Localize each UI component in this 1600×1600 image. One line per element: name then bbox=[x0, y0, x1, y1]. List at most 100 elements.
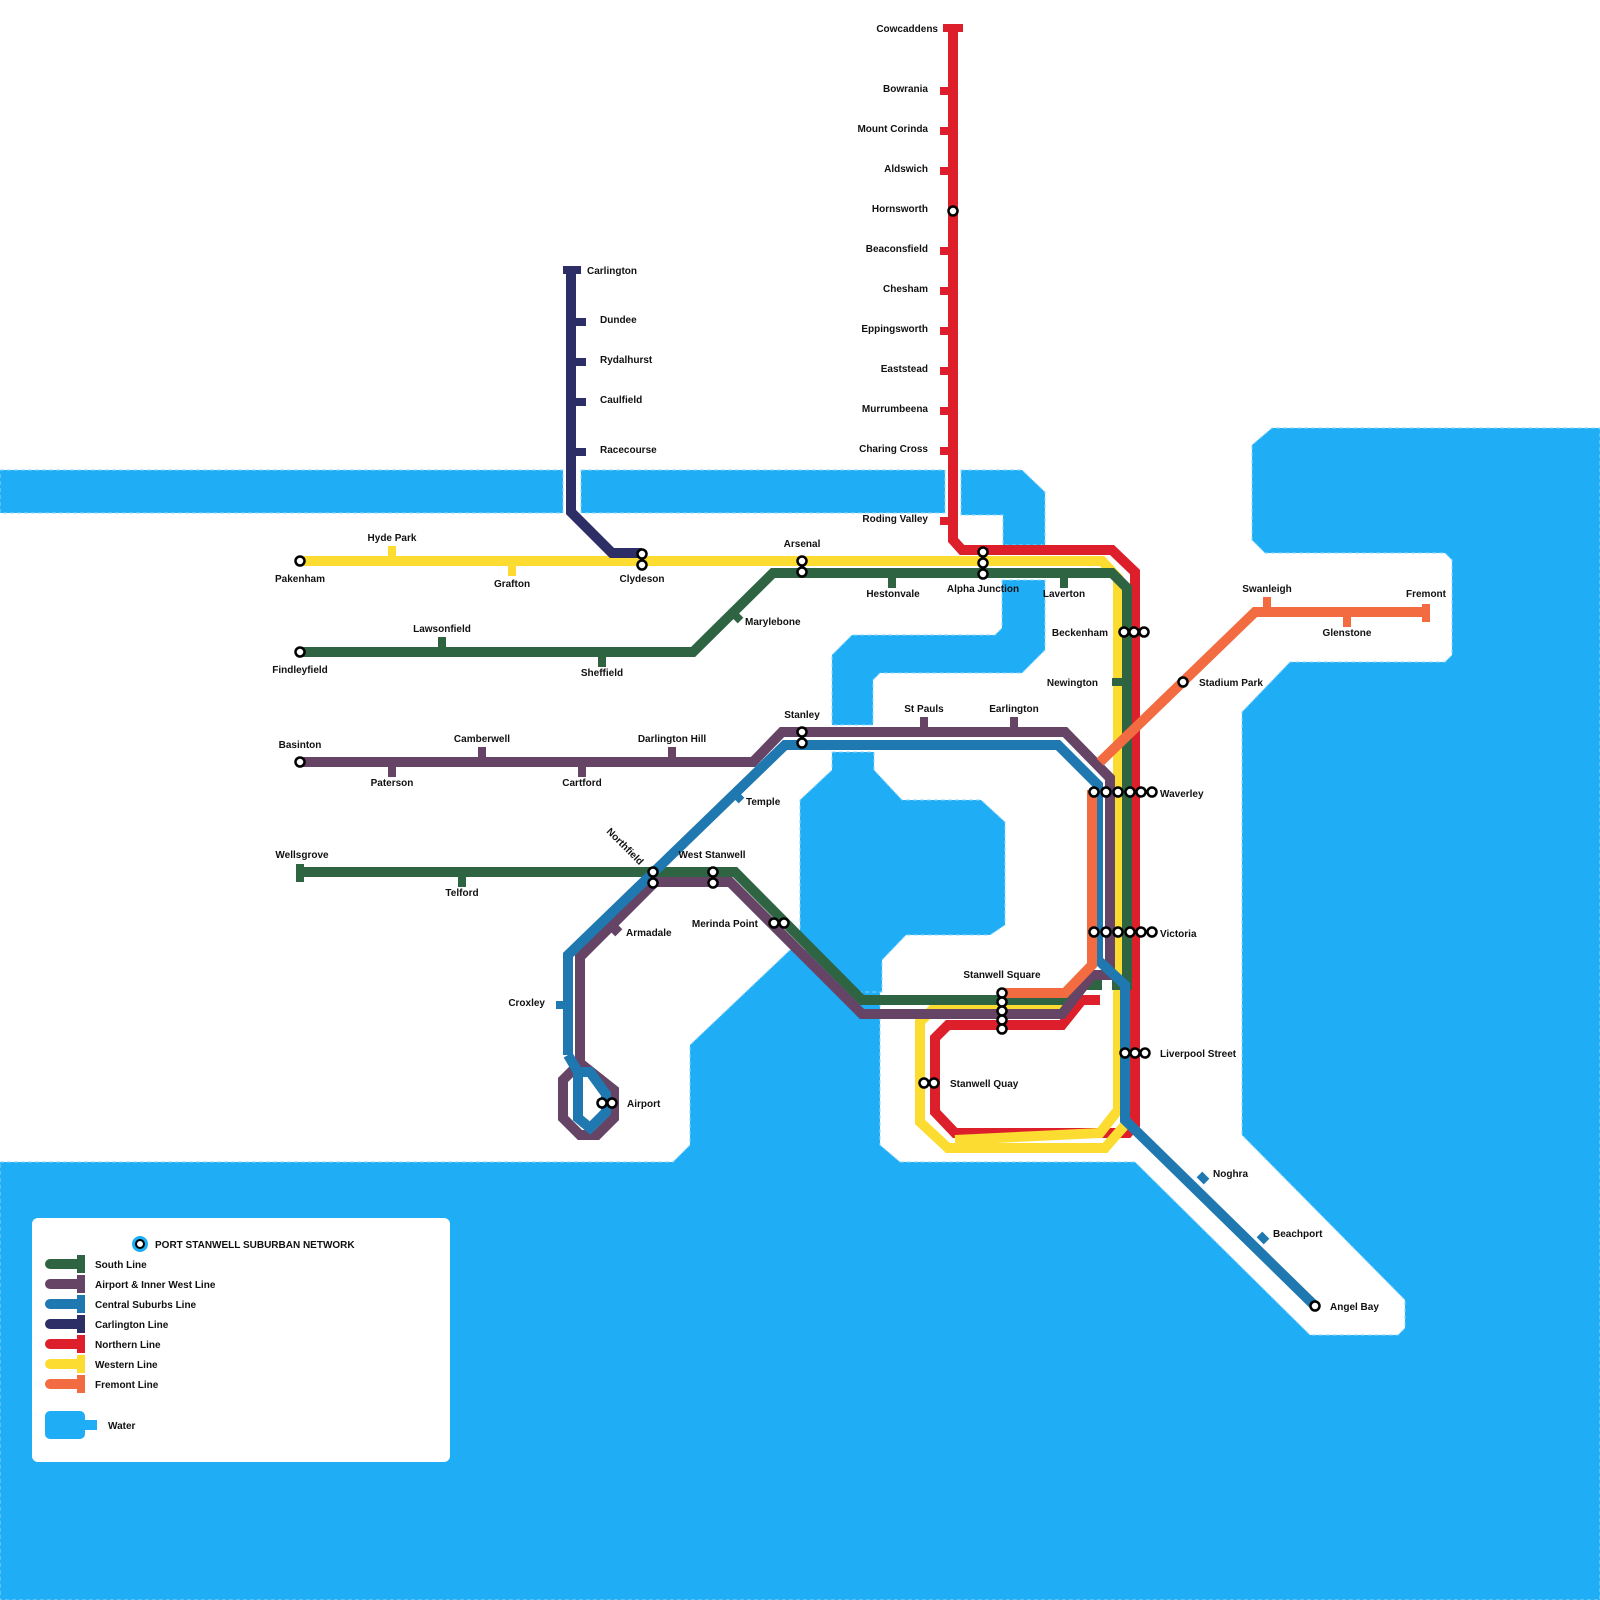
station-marker-alpha_junction-0[interactable] bbox=[977, 546, 989, 558]
station-marker-pakenham[interactable] bbox=[294, 555, 306, 567]
station-marker-stanwell_square-4[interactable] bbox=[996, 1023, 1008, 1035]
station-label-laverton[interactable]: Laverton bbox=[1043, 589, 1085, 600]
station-marker-stanwell_square-3[interactable] bbox=[996, 1014, 1008, 1026]
station-label-telford[interactable]: Telford bbox=[445, 888, 478, 899]
station-marker-stanwell_square-1[interactable] bbox=[996, 996, 1008, 1008]
station-marker-victoria-0[interactable] bbox=[1088, 926, 1100, 938]
station-marker-west_stanwell-1[interactable] bbox=[707, 877, 719, 889]
station-label-bowrania[interactable]: Bowrania bbox=[883, 84, 928, 95]
station-marker-stadium_park[interactable] bbox=[1177, 676, 1189, 688]
station-label-cartford[interactable]: Cartford bbox=[562, 778, 601, 789]
station-marker-waverley-4[interactable] bbox=[1135, 786, 1147, 798]
line-airport[interactable] bbox=[300, 727, 1115, 1140]
station-label-northfield[interactable]: Northfield bbox=[604, 826, 645, 867]
station-label-charing_cross[interactable]: Charing Cross bbox=[859, 444, 928, 455]
station-marker-waverley-3[interactable] bbox=[1124, 786, 1136, 798]
station-marker-arsenal-1[interactable] bbox=[796, 566, 808, 578]
station-label-hyde_park[interactable]: Hyde Park bbox=[368, 533, 417, 544]
station-label-chesham[interactable]: Chesham bbox=[883, 284, 928, 295]
station-marker-liverpool_street-0[interactable] bbox=[1119, 1047, 1131, 1059]
station-label-west_stanwell[interactable]: West Stanwell bbox=[678, 850, 745, 861]
station-label-stanley[interactable]: Stanley bbox=[784, 710, 820, 721]
station-label-angel_bay[interactable]: Angel Bay bbox=[1330, 1302, 1379, 1313]
station-label-stanwell_square[interactable]: Stanwell Square bbox=[963, 970, 1041, 981]
station-label-hestonvale[interactable]: Hestonvale bbox=[866, 589, 920, 600]
station-marker-victoria-3[interactable] bbox=[1124, 926, 1136, 938]
station-marker-waverley-5[interactable] bbox=[1146, 786, 1158, 798]
station-label-armadale[interactable]: Armadale bbox=[626, 928, 672, 939]
station-label-racecourse[interactable]: Racecourse bbox=[600, 445, 657, 456]
station-marker-alpha_junction-2[interactable] bbox=[977, 568, 989, 580]
station-label-arsenal[interactable]: Arsenal bbox=[784, 539, 821, 550]
station-marker-clydeson-1[interactable] bbox=[636, 559, 648, 571]
station-marker-angel_bay[interactable] bbox=[1309, 1300, 1321, 1312]
station-label-temple[interactable]: Temple bbox=[746, 797, 781, 808]
station-marker-liverpool_street-2[interactable] bbox=[1139, 1047, 1151, 1059]
station-marker-hornsworth[interactable] bbox=[947, 205, 959, 217]
station-marker-merinda_point-0[interactable] bbox=[768, 917, 780, 929]
station-label-noghra[interactable]: Noghra bbox=[1213, 1169, 1248, 1180]
station-label-stanwell_quay[interactable]: Stanwell Quay bbox=[950, 1079, 1019, 1090]
station-marker-stanwell_square-0[interactable] bbox=[996, 987, 1008, 999]
station-label-waverley[interactable]: Waverley bbox=[1160, 789, 1204, 800]
station-label-findleyfield[interactable]: Findleyfield bbox=[272, 665, 328, 676]
line-northern[interactable] bbox=[930, 28, 1140, 1138]
station-marker-stanwell_quay-1[interactable] bbox=[928, 1077, 940, 1089]
station-marker-waverley-0[interactable] bbox=[1088, 786, 1100, 798]
station-label-mount_corinda[interactable]: Mount Corinda bbox=[857, 124, 928, 135]
station-label-beachport[interactable]: Beachport bbox=[1273, 1229, 1323, 1240]
station-label-marylebone[interactable]: Marylebone bbox=[745, 617, 801, 628]
line-fremont[interactable] bbox=[1000, 607, 1425, 998]
station-label-roding_valley[interactable]: Roding Valley bbox=[862, 514, 928, 525]
station-label-fremont[interactable]: Fremont bbox=[1406, 589, 1447, 600]
station-label-eaststead[interactable]: Eaststead bbox=[881, 364, 928, 375]
station-marker-northfield-1[interactable] bbox=[647, 877, 659, 889]
station-label-hornsworth[interactable]: Hornsworth bbox=[872, 204, 928, 215]
station-label-eppingsworth[interactable]: Eppingsworth bbox=[861, 324, 928, 335]
station-label-caulfield[interactable]: Caulfield bbox=[600, 395, 642, 406]
station-marker-stanwell_quay-0[interactable] bbox=[918, 1077, 930, 1089]
station-label-glenstone[interactable]: Glenstone bbox=[1323, 628, 1372, 639]
station-label-croxley[interactable]: Croxley bbox=[508, 998, 545, 1009]
station-marker-victoria-4[interactable] bbox=[1135, 926, 1147, 938]
station-label-victoria[interactable]: Victoria bbox=[1160, 929, 1197, 940]
station-marker-basinton[interactable] bbox=[294, 756, 306, 768]
station-marker-beckenham-0[interactable] bbox=[1118, 626, 1130, 638]
station-label-rydalhurst[interactable]: Rydalhurst bbox=[600, 355, 653, 366]
line-central[interactable] bbox=[563, 740, 1319, 1310]
station-label-dundee[interactable]: Dundee bbox=[600, 315, 637, 326]
station-label-beckenham[interactable]: Beckenham bbox=[1052, 628, 1108, 639]
station-label-newington[interactable]: Newington bbox=[1047, 678, 1098, 689]
station-marker-findleyfield[interactable] bbox=[294, 646, 306, 658]
station-label-liverpool_street[interactable]: Liverpool Street bbox=[1160, 1049, 1237, 1060]
station-marker-airport-1[interactable] bbox=[606, 1097, 618, 1109]
station-marker-waverley-1[interactable] bbox=[1100, 786, 1112, 798]
station-label-cowcaddens[interactable]: Cowcaddens bbox=[876, 24, 938, 35]
station-label-lawsonfield[interactable]: Lawsonfield bbox=[413, 624, 471, 635]
station-marker-northfield-0[interactable] bbox=[647, 866, 659, 878]
station-label-earlington[interactable]: Earlington bbox=[989, 704, 1038, 715]
station-label-wellsgrove[interactable]: Wellsgrove bbox=[275, 850, 329, 861]
station-marker-stanwell_square-2[interactable] bbox=[996, 1005, 1008, 1017]
station-label-alpha_junction[interactable]: Alpha Junction bbox=[947, 584, 1019, 595]
station-marker-merinda_point-1[interactable] bbox=[778, 917, 790, 929]
station-label-sheffield[interactable]: Sheffield bbox=[581, 668, 623, 679]
station-label-grafton[interactable]: Grafton bbox=[494, 579, 530, 590]
station-marker-west_stanwell-0[interactable] bbox=[707, 866, 719, 878]
station-label-murrumbeena[interactable]: Murrumbeena bbox=[862, 404, 929, 415]
station-marker-stanley-1[interactable] bbox=[796, 737, 808, 749]
station-marker-liverpool_street-1[interactable] bbox=[1129, 1047, 1141, 1059]
station-label-carlington[interactable]: Carlington bbox=[587, 266, 637, 277]
station-label-stadium_park[interactable]: Stadium Park bbox=[1199, 678, 1263, 689]
station-label-aldswich[interactable]: Aldswich bbox=[884, 164, 928, 175]
station-label-airport[interactable]: Airport bbox=[627, 1099, 661, 1110]
station-label-pakenham[interactable]: Pakenham bbox=[275, 574, 325, 585]
station-label-swanleigh[interactable]: Swanleigh bbox=[1242, 584, 1291, 595]
station-label-beaconsfield[interactable]: Beaconsfield bbox=[866, 244, 928, 255]
station-marker-victoria-5[interactable] bbox=[1146, 926, 1158, 938]
station-label-paterson[interactable]: Paterson bbox=[371, 778, 414, 789]
station-label-darlington_hill[interactable]: Darlington Hill bbox=[638, 734, 707, 745]
station-label-clydeson[interactable]: Clydeson bbox=[619, 574, 664, 585]
station-marker-airport-0[interactable] bbox=[596, 1097, 608, 1109]
station-marker-victoria-2[interactable] bbox=[1112, 926, 1124, 938]
